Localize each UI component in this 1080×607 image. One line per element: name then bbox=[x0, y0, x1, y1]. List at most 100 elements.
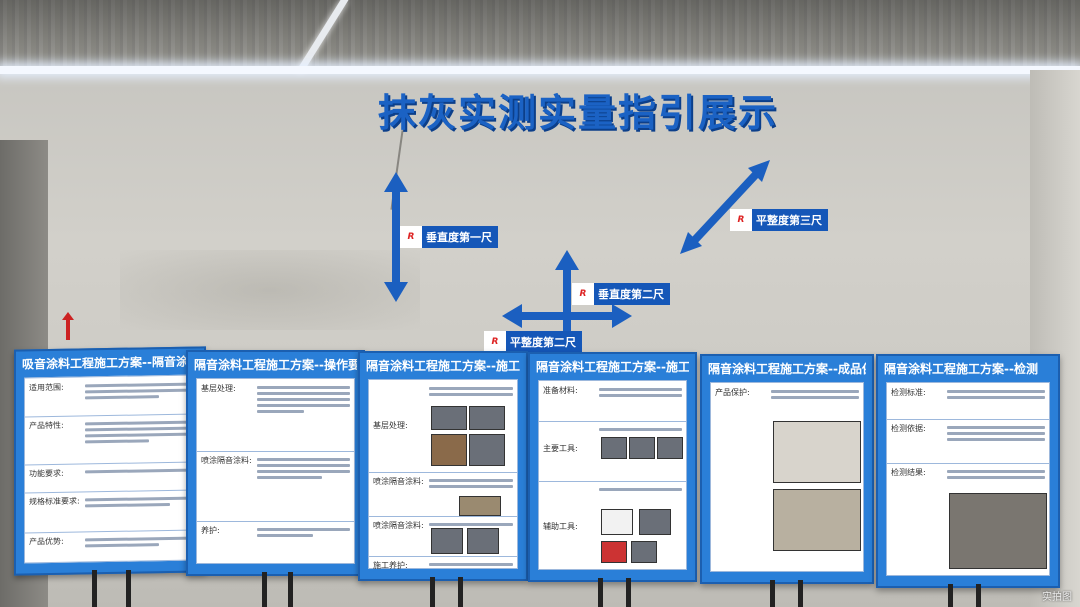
watermark: 实拍图 bbox=[1042, 592, 1072, 603]
label-text: 垂直度第一尺 bbox=[426, 231, 492, 244]
stand-leg bbox=[598, 578, 603, 607]
board-header: 隔音涂料工程施工方案--检测 bbox=[884, 362, 1038, 376]
row-text bbox=[599, 485, 682, 494]
row-text bbox=[771, 387, 859, 402]
display-board-4: 隔音涂料工程施工方案--施工前准备 准备材料: 主要工具: 辅助工具: bbox=[528, 352, 697, 582]
row-label: 基层处理: bbox=[373, 421, 408, 430]
inspection-photo bbox=[949, 493, 1047, 569]
wall-stain bbox=[120, 250, 420, 330]
site-photo bbox=[431, 528, 463, 554]
tool-photo bbox=[639, 509, 671, 535]
row-label: 基层处理: bbox=[201, 384, 236, 393]
table-row: 产品保护: bbox=[711, 383, 863, 573]
board-header: 吸音涂料工程施工方案--隔音涂料说明 bbox=[22, 354, 198, 372]
stand-leg bbox=[948, 584, 953, 607]
table-row: 基层处理: bbox=[197, 379, 354, 452]
horizontal-arrow-2-icon bbox=[502, 304, 632, 328]
table-row: 基层处理: bbox=[369, 380, 517, 473]
row-text bbox=[257, 525, 350, 540]
company-logo-icon: R bbox=[400, 226, 422, 248]
ceiling-shade bbox=[0, 0, 1080, 72]
label-vertical-2: R 垂直度第二尺 bbox=[572, 283, 670, 305]
row-text bbox=[257, 383, 350, 416]
display-board-5: 隔音涂料工程施工方案--成品保护 产品保护: bbox=[700, 354, 874, 584]
company-logo-icon: R bbox=[730, 209, 752, 231]
board-content: 准备材料: 主要工具: 辅助工具: bbox=[538, 380, 687, 570]
row-text bbox=[429, 560, 513, 569]
site-photo bbox=[469, 406, 505, 430]
label-vertical-1: R 垂直度第一尺 bbox=[400, 226, 498, 248]
display-board-1: 吸音涂料工程施工方案--隔音涂料说明 适用范围: 产品特性: 功能要求: 规格标… bbox=[14, 346, 206, 576]
table-row: 辅助工具: bbox=[539, 481, 686, 571]
stand-leg bbox=[626, 578, 631, 607]
row-label: 辅助工具: bbox=[543, 522, 578, 531]
row-label: 检测标准: bbox=[891, 388, 926, 397]
table-row: 准备材料: bbox=[539, 381, 686, 422]
row-label: 检测依据: bbox=[891, 424, 926, 433]
table-row: 功能要求: bbox=[25, 461, 195, 494]
row-label: 喷涂隔音涂料: bbox=[373, 521, 424, 530]
board-content: 检测标准: 检测依据: 检测结果: bbox=[886, 382, 1050, 576]
label-text: 平整度第三尺 bbox=[756, 214, 822, 227]
stand-leg bbox=[770, 580, 775, 607]
stand-leg bbox=[798, 580, 803, 607]
row-label: 产品保护: bbox=[715, 388, 750, 397]
row-label: 检测结果: bbox=[891, 468, 926, 477]
row-label: 产品特性: bbox=[29, 420, 64, 431]
row-text bbox=[85, 466, 191, 477]
stand-leg bbox=[126, 570, 131, 607]
row-text bbox=[429, 384, 513, 399]
row-label: 喷涂隔音涂料: bbox=[373, 477, 424, 486]
red-arrow-icon bbox=[62, 312, 74, 340]
site-photo bbox=[431, 434, 467, 466]
table-row: 喷涂隔音涂料: bbox=[197, 451, 354, 522]
label-text: 平整度第二尺 bbox=[510, 336, 576, 349]
row-label: 喷涂隔音涂料: bbox=[201, 456, 252, 465]
row-text bbox=[257, 455, 350, 482]
row-text bbox=[429, 520, 513, 529]
row-text bbox=[85, 380, 191, 403]
led-light-strip bbox=[0, 66, 1080, 74]
display-board-6: 隔音涂料工程施工方案--检测 检测标准: 检测依据: 检测结果: bbox=[876, 354, 1060, 588]
table-row: 产品优势: bbox=[25, 530, 195, 563]
board-content: 产品保护: bbox=[710, 382, 864, 572]
tool-photo bbox=[601, 437, 627, 459]
stand-leg bbox=[92, 570, 97, 607]
diagonal-arrow-3-icon bbox=[680, 160, 770, 254]
table-row: 规格标准要求: bbox=[25, 489, 195, 534]
stand-leg bbox=[288, 572, 293, 607]
row-text bbox=[947, 387, 1045, 402]
row-text bbox=[85, 418, 191, 447]
table-row: 施工养护: bbox=[369, 556, 517, 570]
stand-leg bbox=[430, 577, 435, 607]
row-text bbox=[85, 534, 191, 551]
row-text bbox=[599, 425, 682, 434]
tool-photo bbox=[601, 509, 633, 535]
table-row: 检测标准: bbox=[887, 383, 1049, 420]
tool-photo bbox=[631, 541, 657, 563]
site-photo bbox=[459, 496, 501, 516]
display-board-2: 隔音涂料工程施工方案--操作要点 基层处理: 喷涂隔音涂料: 养护: bbox=[186, 350, 365, 576]
row-text bbox=[429, 476, 513, 491]
label-flat-3: R 平整度第三尺 bbox=[730, 209, 828, 231]
row-label: 规格标准要求: bbox=[29, 496, 80, 507]
row-text bbox=[947, 423, 1045, 444]
table-row: 检测结果: bbox=[887, 463, 1049, 575]
board-header: 隔音涂料工程施工方案--成品保护 bbox=[708, 362, 866, 376]
table-row: 喷涂隔音涂料: bbox=[369, 472, 517, 517]
table-row: 主要工具: bbox=[539, 421, 686, 482]
tool-photo bbox=[629, 437, 655, 459]
row-label: 适用范围: bbox=[29, 382, 64, 393]
site-photo bbox=[467, 528, 499, 554]
table-row: 产品特性: bbox=[25, 413, 195, 466]
tool-photo bbox=[601, 541, 627, 563]
display-board-3: 隔音涂料工程施工方案--施工流程 基层处理: 喷涂隔音涂料: 喷涂隔音涂料: 施… bbox=[358, 351, 528, 581]
site-photo bbox=[431, 406, 467, 430]
protection-photo bbox=[773, 421, 861, 483]
tool-photo bbox=[657, 437, 683, 459]
table-row: 适用范围: bbox=[25, 375, 195, 418]
stand-leg bbox=[976, 584, 981, 607]
wall-title: 抹灰实测实量指引展示 bbox=[378, 91, 779, 135]
label-flat-2: R 平整度第二尺 bbox=[484, 331, 582, 353]
